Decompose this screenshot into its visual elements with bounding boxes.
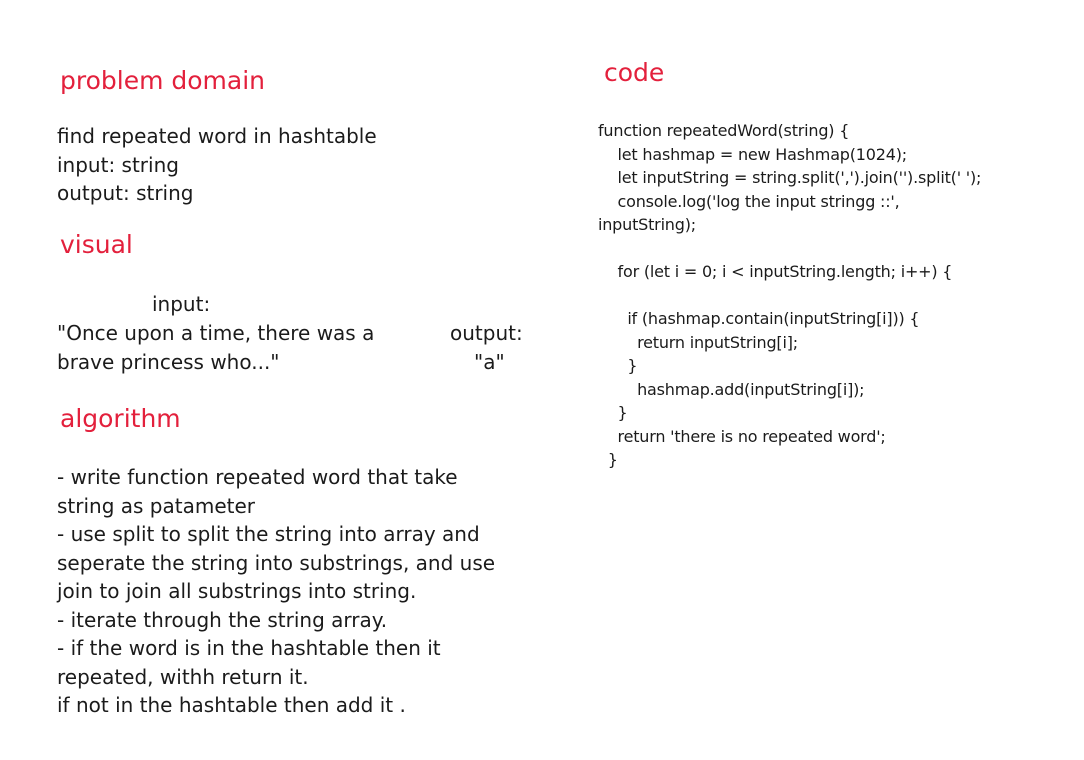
algorithm-text: - write function repeated word that take… bbox=[57, 463, 495, 720]
code-line bbox=[598, 284, 981, 308]
algorithm-line: - use split to split the string into arr… bbox=[57, 522, 480, 546]
algorithm-line: string as patameter bbox=[57, 493, 256, 518]
visual-input-label: input: bbox=[152, 292, 211, 316]
problem-line: input: string bbox=[57, 152, 179, 177]
visual-input-value: "Once upon a time, there was a brave pri… bbox=[57, 319, 374, 376]
visual-input-line: "Once upon a time, there was a bbox=[57, 321, 375, 345]
code-line: return 'there is no repeated word'; bbox=[598, 426, 886, 446]
visual-output-label: output: bbox=[450, 321, 523, 345]
algorithm-line: - write function repeated word that take bbox=[57, 465, 458, 489]
code-line: } bbox=[598, 356, 638, 375]
code-line: function repeatedWord(string) { bbox=[598, 121, 850, 140]
code-line: console.log('log the input stringg ::', bbox=[598, 191, 900, 211]
code-line: inputString); bbox=[598, 215, 696, 234]
code-heading: code bbox=[604, 58, 665, 87]
code-line: } bbox=[598, 403, 628, 422]
problem-domain-heading: problem domain bbox=[60, 66, 266, 95]
algorithm-line: - if the word is in the hashtable then i… bbox=[57, 636, 441, 660]
code-line: if (hashmap.contain(inputString[i])) { bbox=[598, 309, 920, 328]
algorithm-line: seperate the string into substrings, and… bbox=[57, 550, 496, 575]
code-line: hashmap.add(inputString[i]); bbox=[598, 379, 865, 399]
visual-output-value: "a" bbox=[474, 350, 505, 374]
problem-line: output: string bbox=[57, 181, 194, 205]
algorithm-line: - iterate through the string array. bbox=[57, 607, 388, 632]
visual-input-line: brave princess who..." bbox=[57, 349, 280, 374]
visual-heading: visual bbox=[60, 230, 133, 259]
code-line: return inputString[i]; bbox=[598, 332, 798, 352]
code-line: } bbox=[598, 450, 618, 469]
algorithm-line: repeated, withh return it. bbox=[57, 664, 309, 689]
code-line: for (let i = 0; i < inputString.length; … bbox=[598, 262, 953, 281]
code-line: let inputString = string.split(',').join… bbox=[598, 168, 982, 187]
problem-domain-text: find repeated word in hashtable input: s… bbox=[57, 122, 377, 208]
problem-line: find repeated word in hashtable bbox=[57, 124, 377, 148]
algorithm-heading: algorithm bbox=[60, 404, 181, 433]
code-block: function repeatedWord(string) { let hash… bbox=[598, 119, 981, 472]
code-line bbox=[598, 237, 981, 261]
algorithm-line: if not in the hashtable then add it . bbox=[57, 693, 406, 717]
algorithm-line: join to join all substrings into string. bbox=[57, 579, 417, 603]
code-line: let hashmap = new Hashmap(1024); bbox=[598, 144, 908, 164]
